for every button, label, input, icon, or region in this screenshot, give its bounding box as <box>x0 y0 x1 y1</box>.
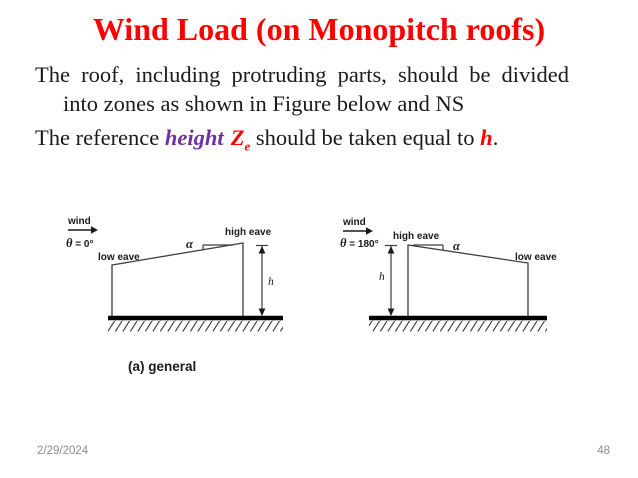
alpha-label: α <box>453 239 461 253</box>
slide-title: Wind Load (on Monopitch roofs) <box>92 11 546 47</box>
theta-value: = 0° <box>73 239 94 250</box>
p2-prefix: The reference <box>35 125 165 150</box>
h-label: h <box>379 271 385 283</box>
building-outline <box>111 242 244 316</box>
body-line-2: into zones as shown in Figure below and … <box>63 90 465 116</box>
footer-page-number: 48 <box>597 445 610 457</box>
ground-hatching <box>369 320 547 332</box>
wind-label: wind <box>342 217 366 228</box>
theta-symbol: θ <box>340 236 347 250</box>
p2-z-symbol: Z <box>230 125 245 150</box>
roof-angle-reference <box>413 244 444 250</box>
monopitch-diagram-theta-180: wind θ = 180° high eave low eave α h <box>340 217 557 332</box>
monopitch-diagram-theta-0: wind θ = 0° low eave high eave α h (a) g… <box>66 216 283 374</box>
high-eave-label: high eave <box>225 227 272 238</box>
low-eave-label: low eave <box>515 252 557 263</box>
alpha-label: α <box>186 237 194 251</box>
p2-middle: should be taken equal to <box>250 125 481 150</box>
building-outline <box>407 244 529 316</box>
footer-date: 2/29/2024 <box>37 445 89 457</box>
p2-highlight-height: height <box>164 125 224 150</box>
p2-h-symbol: h <box>480 125 493 150</box>
wind-arrow-icon <box>68 226 98 234</box>
low-eave-label: low eave <box>98 252 140 263</box>
theta-label: θ = 0° <box>66 236 93 250</box>
ground-hatching <box>108 320 283 332</box>
wind-arrow-icon <box>343 227 373 235</box>
body-line-1: The roof, including protruding parts, sh… <box>35 62 570 87</box>
high-eave-label: high eave <box>393 231 440 242</box>
p2-z-subscript: e <box>244 138 251 154</box>
theta-symbol: θ <box>66 236 73 250</box>
p2-period: . <box>492 125 499 150</box>
roof-angle-reference <box>202 244 233 250</box>
theta-value: = 180° <box>347 239 379 250</box>
wind-label: wind <box>67 216 91 227</box>
body-paragraph-1: The roof, including protruding parts, sh… <box>35 61 610 118</box>
h-dimension-arrow <box>385 244 397 316</box>
theta-label: θ = 180° <box>340 236 379 250</box>
h-dimension-arrow <box>256 244 268 316</box>
figure-caption: (a) general <box>128 359 196 374</box>
h-label: h <box>268 276 274 288</box>
